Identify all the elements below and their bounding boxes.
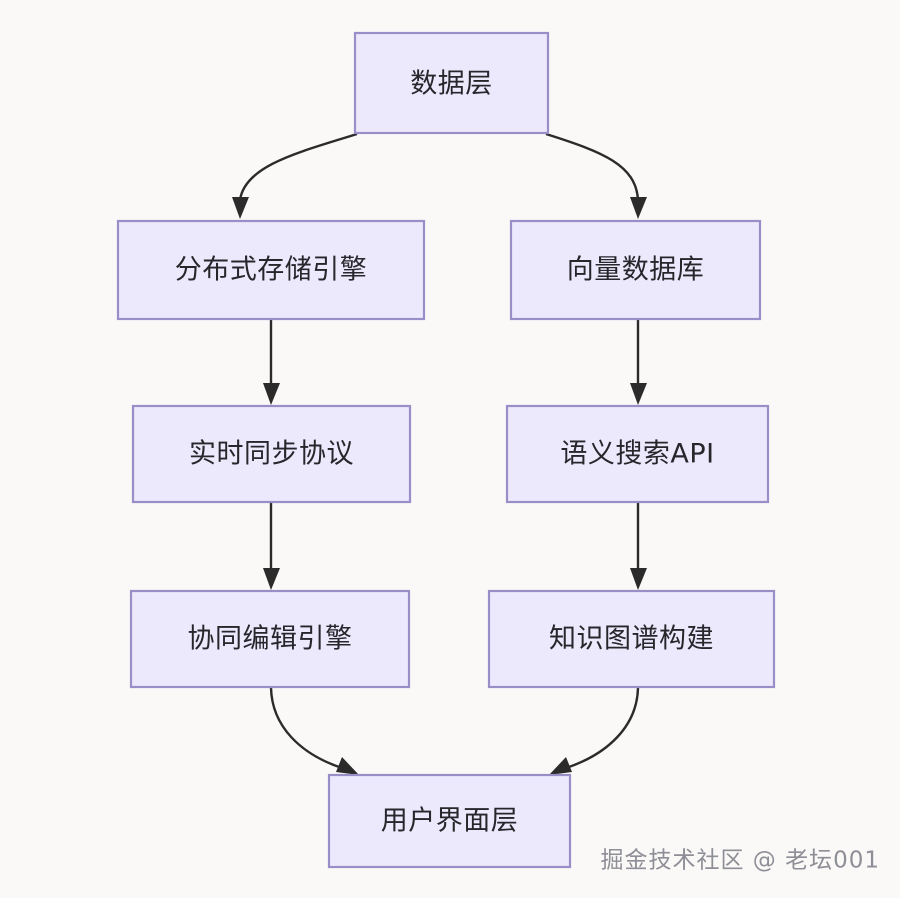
node-label: 用户界面层 xyxy=(381,806,519,837)
node-knowledge-graph[interactable]: 知识图谱构建 xyxy=(487,589,776,689)
watermark-label: 掘金技术社区 @ 老坛001 xyxy=(600,848,880,874)
edge-collab-editor-to-ui-layer xyxy=(269,687,359,775)
node-label: 实时同步协议 xyxy=(189,439,354,470)
node-box[interactable] xyxy=(129,589,411,689)
node-box[interactable] xyxy=(116,219,426,321)
node-box[interactable] xyxy=(505,404,770,504)
edge-data-layer-to-vector-db xyxy=(545,132,647,219)
arrowhead-icon xyxy=(263,568,280,590)
arrowhead-icon xyxy=(630,383,647,405)
edge-line xyxy=(545,132,640,201)
arrowhead-icon xyxy=(549,757,572,775)
node-realtime-sync[interactable]: 实时同步协议 xyxy=(131,404,412,504)
edge-realtime-sync-to-collab-editor xyxy=(263,503,280,590)
edge-distributed-store-to-realtime-sync xyxy=(263,320,280,405)
arrowhead-icon xyxy=(263,383,280,405)
arrowhead-icon xyxy=(232,197,249,219)
edge-line xyxy=(269,687,343,770)
node-box[interactable] xyxy=(327,773,572,869)
arrowhead-icon xyxy=(630,568,647,590)
node-semantic-api[interactable]: 语义搜索API xyxy=(505,404,770,504)
node-label: 知识图谱构建 xyxy=(549,624,714,655)
edge-data-layer-to-distributed-store xyxy=(232,132,358,219)
node-vector-db[interactable]: 向量数据库 xyxy=(509,219,762,321)
node-ui-layer[interactable]: 用户界面层 xyxy=(327,773,572,869)
node-box[interactable] xyxy=(487,589,776,689)
edge-line xyxy=(238,132,358,201)
arrowhead-icon xyxy=(630,197,647,219)
edge-line xyxy=(565,687,640,770)
node-distributed-store[interactable]: 分布式存储引擎 xyxy=(116,219,426,321)
node-box[interactable] xyxy=(353,31,550,135)
node-label: 向量数据库 xyxy=(567,255,705,286)
node-label: 语义搜索API xyxy=(560,439,714,470)
node-box[interactable] xyxy=(131,404,412,504)
node-label: 数据层 xyxy=(410,69,493,100)
arrowhead-icon xyxy=(336,757,359,775)
edge-semantic-api-to-knowledge-graph xyxy=(630,503,647,590)
edge-vector-db-to-semantic-api xyxy=(630,320,647,405)
node-box[interactable] xyxy=(509,219,762,321)
node-layer: 数据层 分布式存储引擎 向量数据库 实时同步协议 语义搜索API 协同编辑引擎 xyxy=(116,31,776,869)
node-label: 分布式存储引擎 xyxy=(175,255,368,286)
edge-layer xyxy=(232,132,647,775)
node-collab-editor[interactable]: 协同编辑引擎 xyxy=(129,589,411,689)
node-data-layer[interactable]: 数据层 xyxy=(353,31,550,135)
node-label: 协同编辑引擎 xyxy=(188,624,353,655)
edge-knowledge-graph-to-ui-layer xyxy=(549,687,640,775)
